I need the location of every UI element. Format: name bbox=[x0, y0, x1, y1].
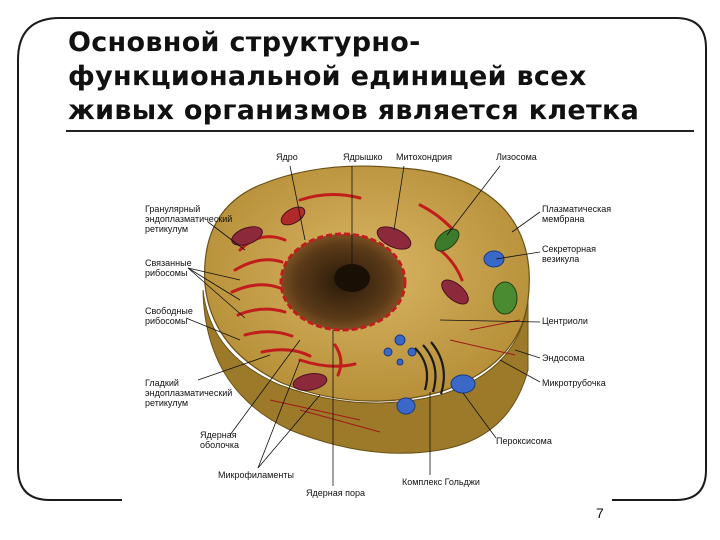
vesicles bbox=[383, 250, 505, 415]
label-nucleolus: Ядрышко bbox=[343, 152, 383, 162]
lysosomes bbox=[434, 228, 518, 315]
label-microtubule: Микротрубочка bbox=[542, 378, 606, 388]
label-plasma-membrane-2: мембрана bbox=[542, 214, 584, 224]
title-underline bbox=[66, 130, 694, 132]
label-smooth-er-3: ретикулум bbox=[145, 398, 188, 408]
label-free-ribosomes-1: Свободные bbox=[145, 306, 193, 316]
label-lysosome: Лизосома bbox=[496, 152, 537, 162]
label-centrioles: Центриоли bbox=[542, 316, 588, 326]
label-bound-ribosomes-1: Связанные bbox=[145, 258, 192, 268]
mitochondria bbox=[231, 206, 469, 391]
label-nuclear-pore: Ядерная пора bbox=[306, 488, 365, 498]
title-line-3: живых организмов является клетка bbox=[68, 95, 640, 126]
leader-lines bbox=[185, 165, 541, 486]
label-microfilaments: Микрофиламенты bbox=[218, 470, 294, 480]
label-peroxisome: Пероксисома bbox=[496, 436, 552, 446]
slide-title: Основной структурно- функциональной един… bbox=[68, 26, 688, 128]
label-bound-ribosomes-2: рибосомы bbox=[145, 268, 187, 278]
label-secretory-vesicle-1: Секреторная bbox=[542, 244, 596, 254]
label-endosome: Эндосома bbox=[542, 353, 585, 363]
label-golgi: Комплекс Гольджи bbox=[402, 477, 480, 487]
label-rough-er-2: эндоплазматический bbox=[145, 214, 232, 224]
label-rough-er-3: ретикулум bbox=[145, 224, 188, 234]
label-smooth-er-2: эндоплазматический bbox=[145, 388, 232, 398]
label-mitochondrion: Митохондрия bbox=[396, 152, 452, 162]
label-rough-er-1: Гранулярный bbox=[145, 204, 200, 214]
nucleolus bbox=[334, 264, 370, 292]
label-nuclear-envelope-2: оболочка bbox=[200, 440, 239, 450]
cytoskeleton bbox=[269, 319, 521, 433]
label-nucleus: Ядро bbox=[276, 152, 298, 162]
page-number: 7 bbox=[596, 505, 604, 521]
title-line-2: функциональной единицей всех bbox=[68, 61, 587, 92]
label-free-ribosomes-2: рибосомы bbox=[145, 316, 187, 326]
label-plasma-membrane-1: Плазматическая bbox=[542, 204, 611, 214]
title-line-1: Основной структурно- bbox=[68, 27, 421, 58]
label-nuclear-envelope-1: Ядерная bbox=[200, 430, 237, 440]
golgi-complex bbox=[414, 341, 445, 395]
label-smooth-er-1: Гладкий bbox=[145, 378, 179, 388]
label-secretory-vesicle-2: везикула bbox=[542, 254, 579, 264]
rough-er bbox=[230, 193, 464, 377]
